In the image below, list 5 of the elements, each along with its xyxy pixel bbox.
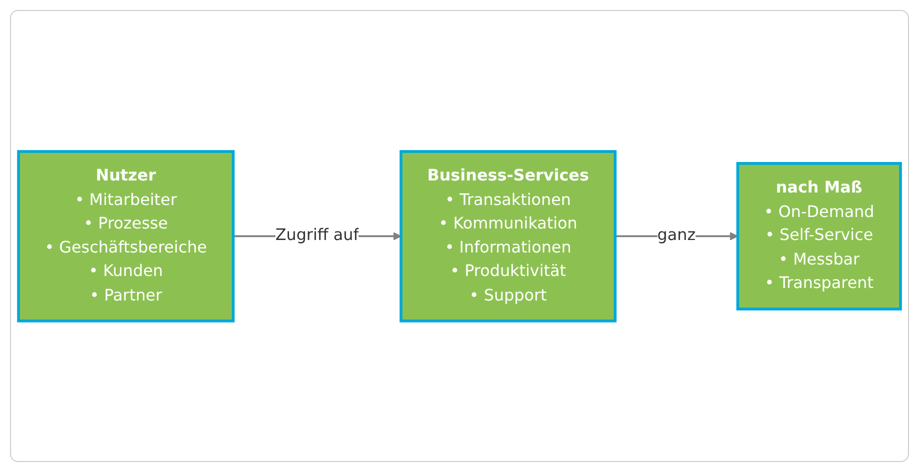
node-box: Nutzer • Mitarbeiter • Prozesse • Geschäftsbereiche • Kunden • Partner xyxy=(17,150,235,322)
node-box: nach Maß • On-Demand • Self-Service • Messbar • Transparent xyxy=(736,162,902,310)
edge-label: Zugriff auf xyxy=(275,226,359,245)
edge-label: ganz xyxy=(657,226,696,245)
node-box: Business-Services • Transaktionen • Kommunikation • Informationen • Produktivität • Support xyxy=(400,150,617,322)
